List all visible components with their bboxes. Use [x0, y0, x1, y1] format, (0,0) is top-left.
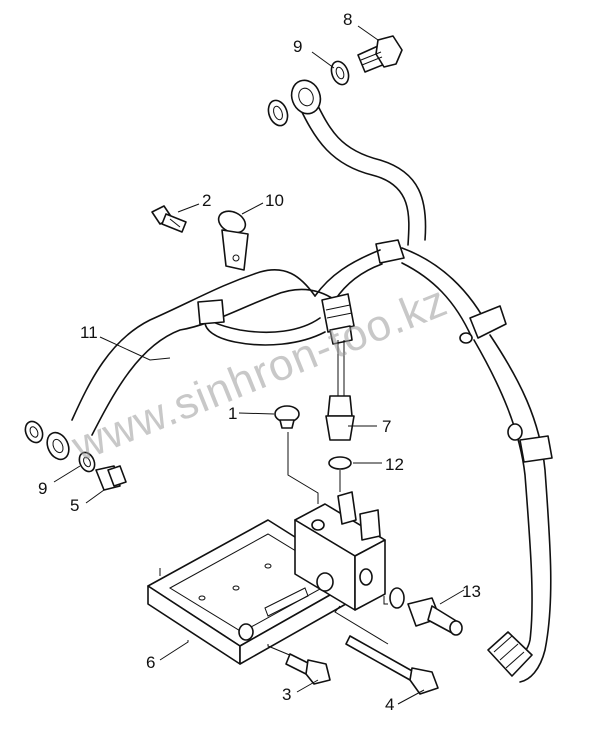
callout-leaders — [53, 25, 465, 705]
clip-10 — [217, 210, 249, 271]
o-ring-12 — [328, 456, 352, 470]
callout-5: 5 — [70, 496, 79, 515]
callout-12: 12 — [385, 455, 404, 474]
callout-6: 6 — [146, 653, 155, 672]
watermark: www.sinhron-too.kz — [64, 276, 454, 471]
left-banjo — [24, 420, 96, 473]
callout-13: 13 — [462, 582, 481, 601]
bolt-5 — [95, 465, 127, 491]
o-ring-side — [389, 587, 405, 609]
callout-9-left: 9 — [38, 479, 47, 498]
valve-block — [147, 432, 389, 665]
tee-junction — [314, 239, 491, 339]
callout-1: 1 — [228, 404, 237, 423]
callout-8: 8 — [343, 10, 352, 29]
upper-washers — [267, 60, 350, 127]
callout-11: 11 — [80, 323, 98, 342]
bolt-3 — [285, 653, 331, 685]
left-oil-line — [71, 268, 336, 436]
right-clamp — [459, 305, 507, 344]
fitting-7 — [325, 340, 355, 441]
callout-4: 4 — [385, 695, 394, 714]
banjo-bolt-top — [357, 35, 403, 73]
callout-9-top: 9 — [293, 37, 302, 56]
bolt-4 — [345, 635, 439, 695]
fitting-13 — [407, 597, 463, 636]
right-oil-line — [473, 334, 553, 683]
callout-10: 10 — [265, 191, 284, 210]
upper-oil-line — [290, 79, 427, 246]
plug-1 — [274, 405, 300, 429]
bolt-2 — [151, 205, 187, 233]
center-fitting — [321, 293, 355, 345]
callout-2: 2 — [202, 191, 211, 210]
callout-7: 7 — [382, 417, 391, 436]
callout-3: 3 — [282, 685, 291, 704]
